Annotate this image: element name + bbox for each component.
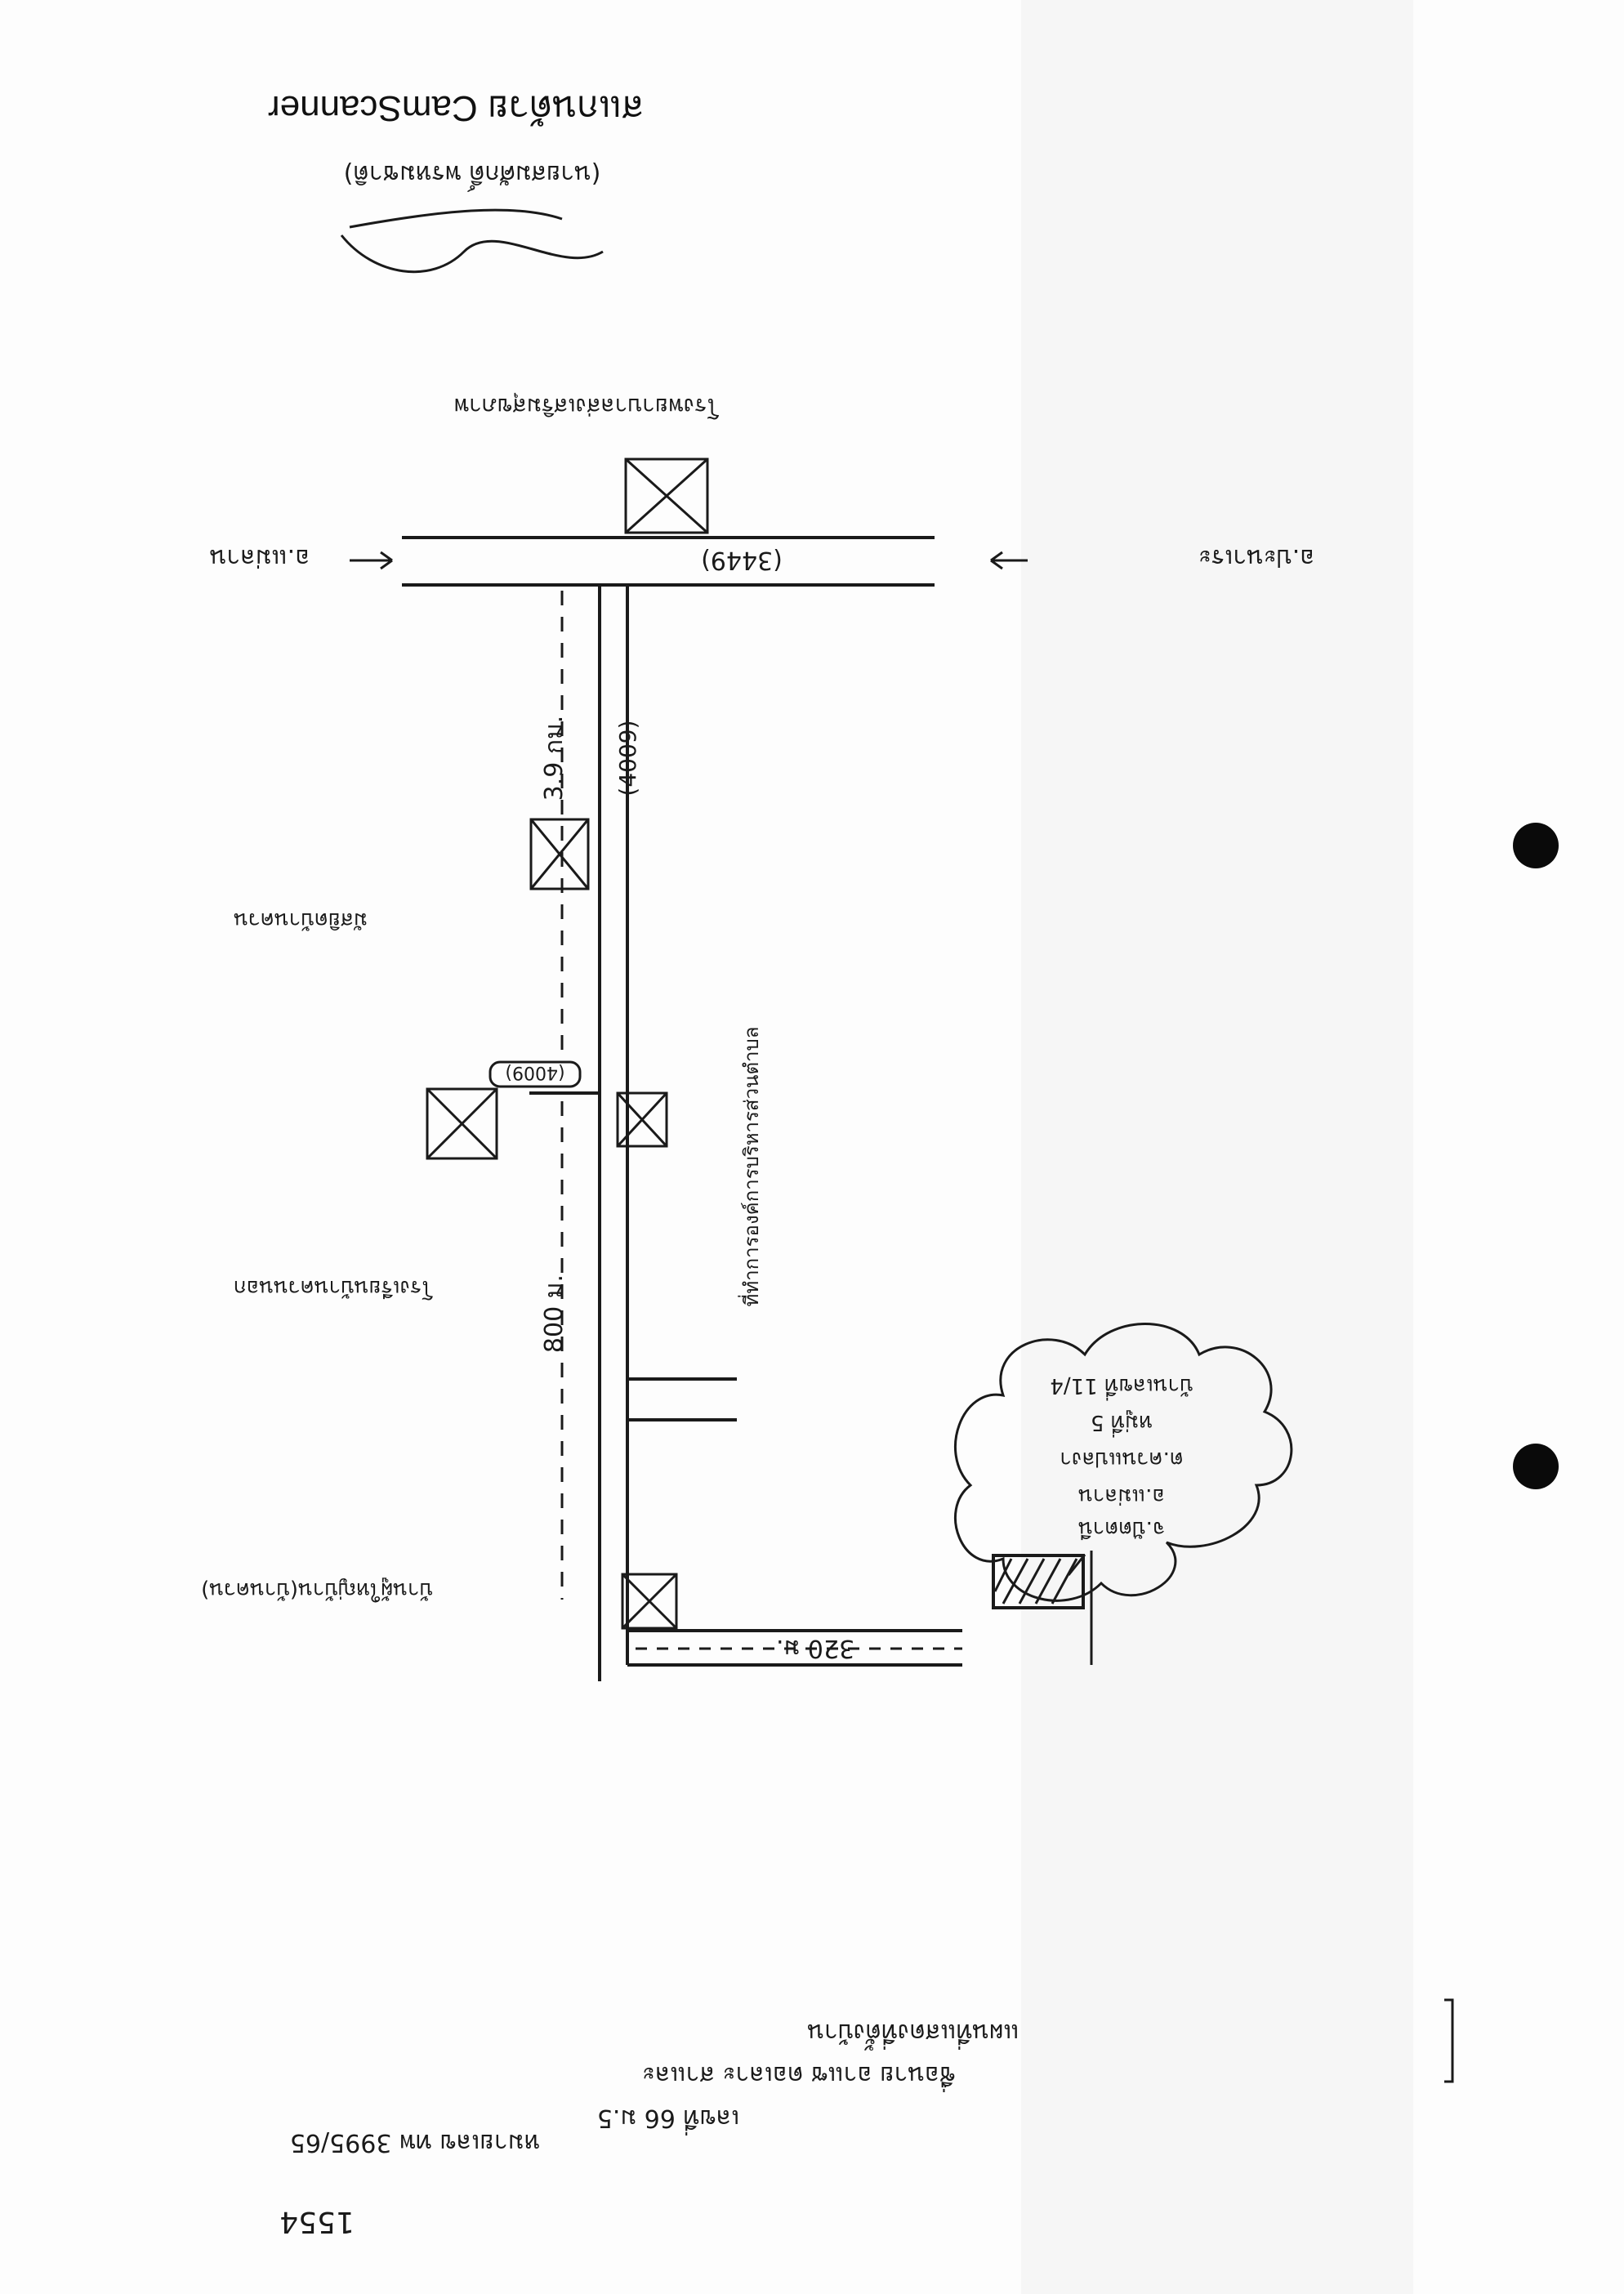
target-house-box bbox=[992, 1554, 1085, 1609]
arrow-left-head bbox=[380, 551, 393, 570]
branch-road-tag bbox=[489, 1060, 582, 1088]
footer-note-line3: เลขที่ 66 ม.5 bbox=[597, 2104, 740, 2136]
mosque-box-cross bbox=[529, 819, 590, 890]
address-line4: อ.แม่ลาน bbox=[1078, 1484, 1165, 1508]
left-destination-label: อ.แม่ลาน bbox=[210, 543, 310, 572]
headman-house-label: บ้านผู้ใหญ่บ้าน(บ้านควน) bbox=[201, 1578, 433, 1602]
signer-name-text: (นายสมศักดิ์ พรหมชาติ) bbox=[344, 159, 601, 192]
main-road-code-label: (3449) bbox=[701, 546, 783, 574]
office-box bbox=[616, 1091, 668, 1148]
office-label: ที่ทำการองค์การบริหารส่วนตำบล bbox=[738, 1027, 763, 1307]
case-number-text: หมายเลข ทพ 3995/65 bbox=[290, 2128, 540, 2157]
page-number-text: 1554 bbox=[279, 2205, 355, 2238]
hospital-box-cross bbox=[624, 457, 709, 534]
branch-road-code-label: (4009) bbox=[505, 1062, 564, 1082]
scanner-mark-text: สแกนด้วย CamScanner bbox=[268, 88, 644, 128]
target-house-hatch bbox=[993, 1558, 1078, 1604]
school-box bbox=[426, 1087, 498, 1160]
address-line2: หมู่ที่ 5 bbox=[1091, 1410, 1153, 1438]
address-line3: ต.ควนแปลงา bbox=[1060, 1447, 1183, 1471]
arrow-right-head bbox=[990, 551, 1003, 570]
middle-distance-label: 800 ม. bbox=[540, 1274, 569, 1353]
headman-house-box bbox=[621, 1573, 678, 1630]
school-label: โรงเรียนบ้านควนนอก bbox=[234, 1275, 433, 1301]
footer-bracket bbox=[1444, 1998, 1454, 2083]
address-line1: บ้านเลขที่ 11/4 bbox=[1050, 1373, 1193, 1401]
lower-distance-label: 320 ม. bbox=[776, 1634, 854, 1662]
right-destination-label: อ.ปะนาเระ bbox=[1198, 543, 1315, 572]
side-road-code-label: (4009) bbox=[614, 720, 641, 796]
cloud-pointer bbox=[1067, 1554, 1086, 1576]
binder-hole-bottom bbox=[1513, 1444, 1559, 1489]
mosque-box bbox=[529, 818, 590, 890]
binder-hole-top bbox=[1513, 823, 1559, 868]
upper-distance-label: 3.9 กม. bbox=[540, 716, 569, 801]
hospital-label: โรงพยาบาลส่งเสริมสุขภาพ bbox=[454, 392, 720, 420]
office-box-cross bbox=[616, 1091, 668, 1148]
mosque-label: มัสยิดบ้านควน bbox=[234, 908, 368, 932]
signature-scribble bbox=[340, 208, 604, 274]
footer-note-line2: ชื่อนาย อาแซ ดอเลาะ สาและ bbox=[642, 2060, 957, 2092]
scan-noise-band bbox=[1021, 0, 1413, 2294]
rotated-content: สแกนด้วย CamScanner (นายสมศักดิ์ พรหมชาต… bbox=[201, 88, 1454, 2238]
address-cloud bbox=[954, 1323, 1293, 1602]
address-line5: จ.ปัตตานี bbox=[1078, 1516, 1165, 1541]
footer-note-line1: แผนที่แสดงที่ตั้งบ้าน bbox=[807, 2018, 1019, 2051]
headman-house-cross bbox=[621, 1573, 678, 1630]
hospital-box bbox=[624, 457, 709, 534]
school-box-cross bbox=[426, 1087, 498, 1160]
